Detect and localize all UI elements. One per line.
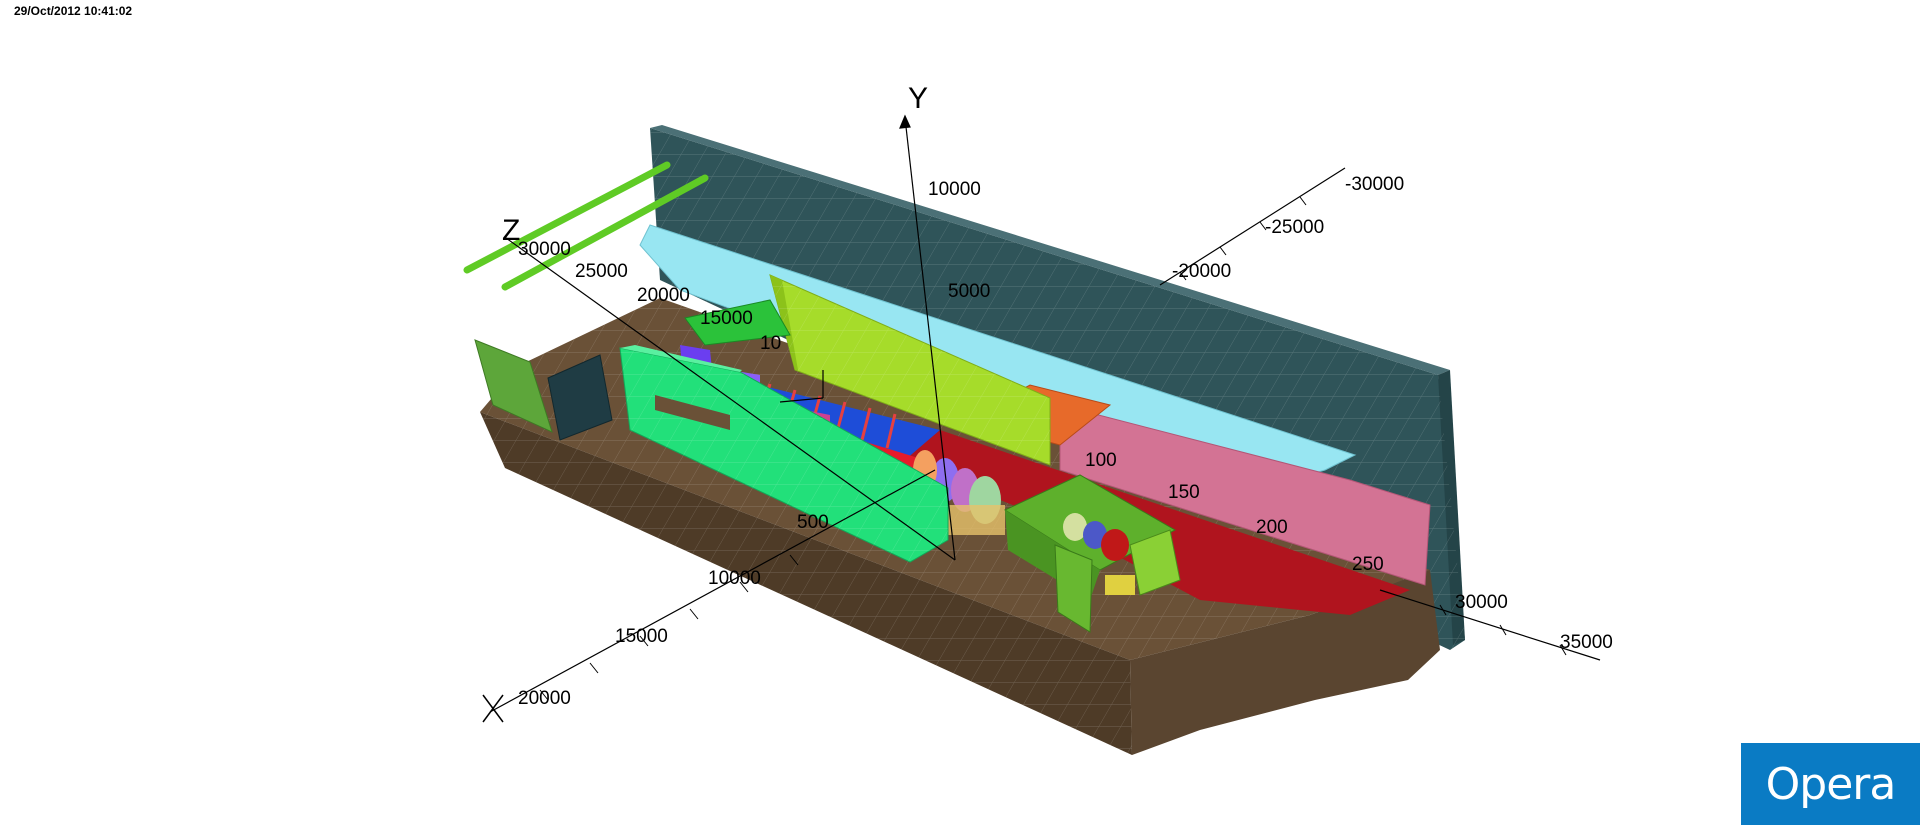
y-axis-name: Y (908, 82, 928, 115)
back-tick: -25000 (1265, 217, 1324, 238)
z-tick: 30000 (518, 239, 571, 260)
floor-tick: 200 (1256, 517, 1288, 538)
z-axis-name: Z (502, 214, 520, 247)
green-shield-wall (619, 345, 949, 563)
y-tick: 10000 (928, 179, 981, 200)
z-tick: 20000 (637, 285, 690, 306)
back-tick: -20000 (1172, 261, 1231, 282)
floor-tick: 100 (1085, 450, 1117, 471)
opera-logo-text: Opera (1765, 758, 1897, 810)
x-tick: 10000 (708, 568, 761, 589)
back-tick: -30000 (1345, 174, 1404, 195)
floating-rods (463, 161, 709, 291)
timestamp: 29/Oct/2012 10:41:02 (14, 4, 133, 18)
floor-tick: 250 (1352, 554, 1384, 575)
x-tick: 500 (797, 512, 829, 533)
axis-labels: Y Z 10000 5000 30000 25000 20000 15000 1… (502, 82, 1613, 709)
detector-assembly (1003, 474, 1181, 633)
axes (482, 114, 1601, 723)
right-tick: 30000 (1455, 592, 1508, 613)
opera-logo: Opera (1741, 743, 1920, 825)
green-grid-floor (684, 299, 791, 346)
z-tick: 15000 (700, 308, 753, 329)
lime-wall (769, 274, 1051, 466)
x-tick: 20000 (518, 688, 571, 709)
right-tick: 35000 (1560, 632, 1613, 653)
dark-box (547, 354, 613, 441)
z-tick: 10 (760, 333, 781, 354)
pink-panel (1059, 404, 1431, 586)
floor-tick: 150 (1168, 482, 1200, 503)
y-tick: 5000 (948, 281, 990, 302)
z-tick: 25000 (575, 261, 628, 282)
x-tick: 15000 (615, 626, 668, 647)
green-end-panel (474, 339, 553, 433)
